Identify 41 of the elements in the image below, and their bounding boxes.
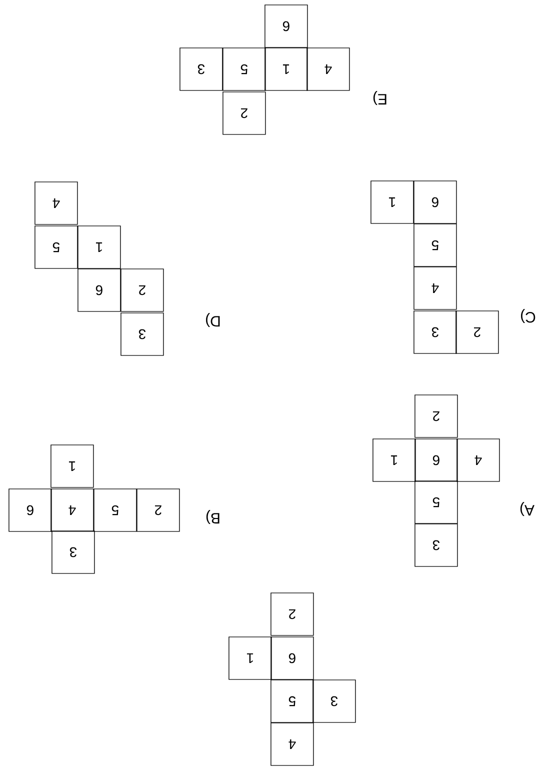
net-square: 3 (414, 310, 457, 354)
net-square: 2 (414, 394, 458, 438)
net-square: 2 (456, 310, 499, 354)
net-square: 1 (264, 48, 308, 91)
net-square: 4 (456, 438, 500, 482)
net-square: 3 (180, 48, 223, 91)
net-square: 3 (312, 680, 356, 723)
option-letter: B) (206, 510, 220, 524)
net-square: 3 (120, 312, 164, 356)
option-letter: D) (206, 313, 220, 327)
net-square: 6 (264, 4, 308, 48)
net-square: 3 (52, 530, 95, 574)
net-square: 5 (34, 226, 78, 269)
net-square: 2 (222, 92, 266, 135)
net-square: 1 (228, 636, 272, 680)
net-square: 4 (306, 48, 350, 91)
net-square: 5 (270, 680, 314, 723)
net-square: 6 (270, 636, 314, 680)
net-square: 2 (136, 488, 180, 532)
option-letter: E) (373, 91, 386, 105)
net-square: 5 (222, 48, 266, 91)
net-square: 5 (414, 224, 457, 267)
net-square: 4 (34, 182, 78, 225)
net-square: 6 (414, 180, 457, 224)
net-square: 4 (50, 488, 94, 532)
option-letter: C) (521, 309, 536, 323)
net-square: 6 (414, 438, 458, 482)
net-square: 1 (78, 226, 121, 269)
net-square: 6 (8, 488, 52, 532)
option-letter: A) (520, 502, 534, 516)
net-square: 2 (270, 592, 314, 636)
net-square: 6 (78, 268, 121, 312)
net-square: 1 (372, 438, 416, 482)
net-square: 1 (370, 180, 414, 224)
net-square: 4 (414, 266, 457, 310)
net-square: 3 (414, 524, 458, 567)
net-square: 5 (414, 480, 458, 524)
net-square: 4 (270, 722, 314, 766)
net-square: 1 (50, 444, 94, 488)
net-square: 2 (120, 268, 164, 312)
net-square: 5 (94, 488, 137, 532)
